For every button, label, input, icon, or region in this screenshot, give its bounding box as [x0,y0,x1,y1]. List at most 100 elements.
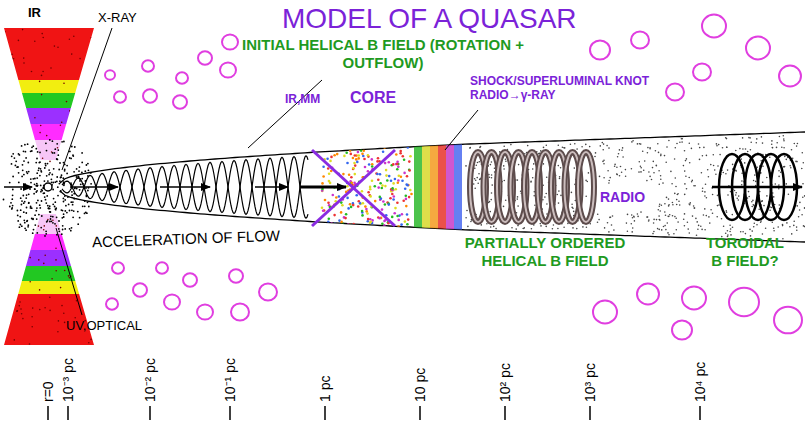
axis-tick [504,406,506,420]
corona-dot [22,164,24,166]
corona-dot [37,151,39,153]
stipple-dot [778,170,780,172]
stipple-dot [653,219,655,221]
stipple-dot [616,174,618,176]
stipple-dot [665,162,667,164]
stipple-dot [697,229,699,231]
shock-band [414,130,422,245]
stipple-dot [708,176,710,178]
torus-speckle [61,305,63,307]
corona-dot [38,167,40,169]
stipple-dot [639,143,641,145]
flow-arrow [300,186,346,189]
core-speckle [352,204,355,207]
corona-dot [64,199,66,201]
stipple-dot [640,211,642,213]
stipple-dot [714,169,716,171]
axis-tick [324,406,326,420]
corona-dot [70,201,72,203]
corona-dot [46,221,48,223]
core-speckle [364,142,367,145]
stipple-dot [470,147,472,149]
stipple-dot [674,216,676,218]
core-speckle [381,187,384,190]
torus-speckle [10,116,12,118]
torus-speckle [49,297,51,299]
stipple-dot [721,218,723,220]
corona-dot [20,188,22,190]
leader-line [62,28,112,170]
stipple-dot [796,226,798,228]
stipple-dot [675,186,677,188]
core-speckle [327,220,330,223]
corona-dot [65,205,67,207]
stipple-dot [558,165,560,167]
corona-dot [35,210,37,212]
stipple-dot [655,150,657,152]
corona-dot [54,181,56,183]
torus-speckle [61,121,63,123]
corona-dot [25,157,27,159]
stipple-dot [739,148,741,150]
torus-speckle [57,331,59,333]
stipple-dot [517,225,519,227]
corona-dot [59,162,61,164]
core-speckle [377,178,380,181]
stipple-dot [625,176,627,178]
core-speckle [397,163,400,166]
core-speckle [367,218,370,221]
corona-dot [28,193,30,195]
stipple-dot [652,167,654,169]
stipple-dot [633,216,635,218]
stipple-dot [626,222,628,224]
corona-dot [36,207,38,209]
corona-dot [35,185,37,187]
stipple-dot [668,205,670,207]
corona-dot [54,201,56,203]
corona-dot [19,226,21,228]
stipple-dot [753,180,755,182]
torus-speckle [70,115,72,117]
core-speckle [355,158,358,161]
stipple-dot [783,140,785,142]
stipple-dot [698,143,700,145]
cloud-circle [106,298,118,309]
core-speckle [335,196,338,199]
stipple-dot [704,208,706,210]
torus-band [0,250,100,266]
stipple-dot [682,138,684,140]
core-speckle [374,185,377,188]
stipple-dot [622,147,624,149]
stipple-dot [772,222,774,224]
stipple-dot [675,147,677,149]
torus-speckle [43,263,45,265]
torus-speckle [63,82,65,84]
stipple-dot [543,147,545,149]
torus-speckle [2,78,4,80]
corona-dot [74,188,76,190]
core-speckle [376,144,379,147]
stipple-dot [632,217,634,219]
stipple-dot [669,214,671,216]
stipple-dot [631,223,633,225]
stipple-dot [686,158,688,160]
core-speckle [350,153,353,156]
corona-dot [45,230,47,232]
stipple-dot [518,164,520,166]
axis-label: r=0 [40,381,57,402]
stipple-dot [663,226,665,228]
torus-speckle [4,92,6,94]
stipple-dot [505,199,507,201]
stipple-dot [732,214,734,216]
corona-dot [36,218,38,220]
core-speckle [388,175,391,178]
stipple-dot [659,219,661,221]
corona-dot [60,176,62,178]
corona-dot [78,170,80,172]
stipple-dot [710,209,712,211]
stipple-dot [735,194,737,196]
torus-speckle [55,270,57,272]
corona-dot [46,195,48,197]
stipple-dot [796,145,798,147]
stipple-dot [692,215,694,217]
